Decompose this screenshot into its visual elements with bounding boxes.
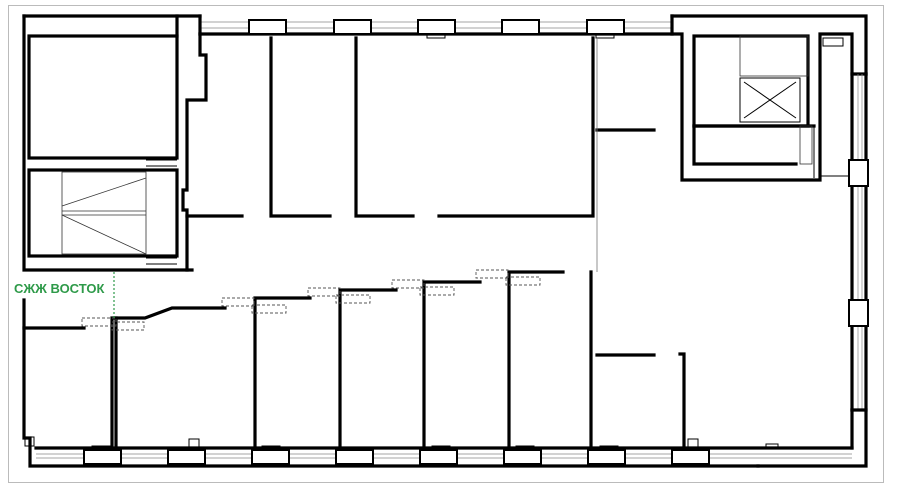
right-pier-2 xyxy=(848,299,869,327)
elevator-shaft xyxy=(739,77,801,123)
window-pier-3 xyxy=(417,19,456,35)
bottom-pier-2 xyxy=(167,449,206,465)
window-pier-2 xyxy=(333,19,372,35)
right-pier-1 xyxy=(848,159,869,187)
window-pier-1 xyxy=(248,19,287,35)
zone-label: СЖЖ ВОСТОК xyxy=(14,281,105,296)
bottom-rooms xyxy=(22,269,686,450)
bottom-exterior-wall xyxy=(22,298,868,468)
bottom-pier-6 xyxy=(503,449,542,465)
top-rooms xyxy=(185,36,656,272)
bottom-pier-7 xyxy=(587,449,626,465)
right-stair xyxy=(739,35,813,165)
bottom-pier-1 xyxy=(83,449,122,465)
window-pier-4 xyxy=(501,19,540,35)
right-exterior-wall xyxy=(820,72,869,412)
bottom-pier-8 xyxy=(671,449,710,465)
window-pier-5 xyxy=(586,19,625,35)
page-frame xyxy=(8,5,884,483)
top-exterior-wall xyxy=(22,14,674,39)
left-core xyxy=(22,14,208,272)
left-stair xyxy=(61,171,147,255)
bottom-pier-4 xyxy=(335,449,374,465)
bottom-pier-3 xyxy=(251,449,290,465)
right-core xyxy=(670,14,868,182)
bottom-pier-5 xyxy=(419,449,458,465)
